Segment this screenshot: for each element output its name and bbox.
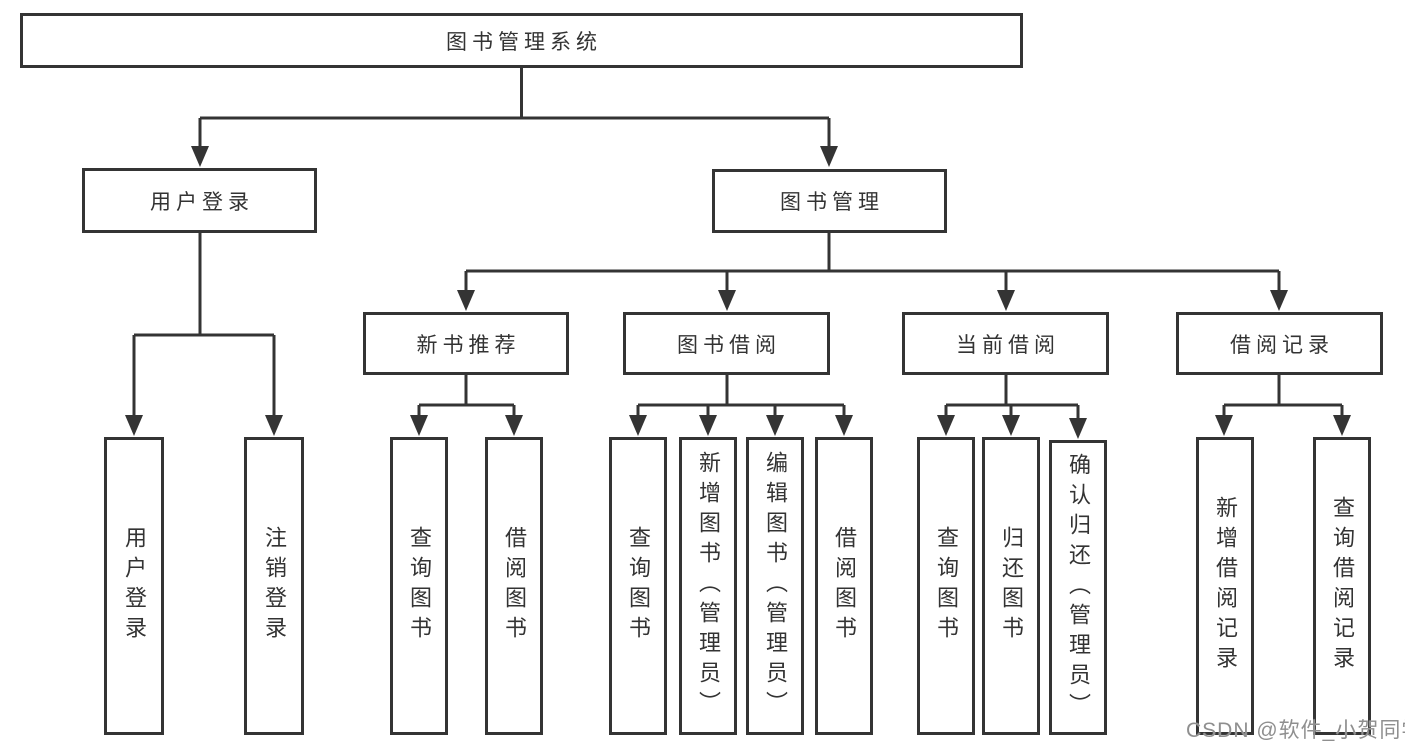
leaf-borrow-books-rec-label: 借阅图书 (502, 526, 527, 646)
leaf-query-books-current-label: 查询图书 (934, 526, 959, 646)
leaf-confirm-return-admin: 确认归还（管理员） (1049, 440, 1107, 735)
connector-borrowing-records-branch (1215, 375, 1351, 436)
connector-user-login-branch (125, 233, 283, 436)
node-book-management-label: 图书管理 (780, 191, 884, 214)
leaf-query-books-borrow-label: 查询图书 (626, 526, 651, 646)
node-new-book-recommendation: 新书推荐 (363, 312, 569, 375)
leaf-query-borrow-record-label: 查询借阅记录 (1330, 496, 1355, 676)
leaf-add-borrow-record: 新增借阅记录 (1196, 437, 1254, 735)
leaf-user-login-label: 用户登录 (122, 526, 147, 646)
node-book-management: 图书管理 (712, 169, 947, 233)
leaf-borrow-books-rec: 借阅图书 (485, 437, 543, 735)
leaf-confirm-return-admin-label: 确认归还（管理员） (1066, 452, 1091, 723)
leaf-query-books-rec: 查询图书 (390, 437, 448, 735)
leaf-edit-book-admin: 编辑图书（管理员） (746, 437, 804, 735)
node-root-label: 图书管理系统 (446, 30, 602, 54)
leaf-query-books-borrow: 查询图书 (609, 437, 667, 735)
leaf-user-login: 用户登录 (104, 437, 164, 735)
leaf-query-borrow-record: 查询借阅记录 (1313, 437, 1371, 735)
node-book-borrowing-label: 图书借阅 (677, 333, 781, 357)
csdn-watermark: CSDN @软件_小贺同学 (1186, 719, 1405, 742)
node-user-login-label: 用户登录 (150, 190, 254, 214)
node-current-borrowing: 当前借阅 (902, 312, 1109, 375)
node-new-book-recommendation-label: 新书推荐 (416, 333, 521, 357)
leaf-query-books-current: 查询图书 (917, 437, 975, 735)
leaf-borrow-books-2: 借阅图书 (815, 437, 873, 735)
node-borrowing-records-label: 借阅记录 (1230, 333, 1334, 357)
connector-new-book-rec-branch (410, 375, 523, 436)
leaf-return-books-label: 归还图书 (999, 526, 1024, 646)
node-root: 图书管理系统 (20, 13, 1023, 68)
leaf-logout-label: 注销登录 (262, 526, 287, 646)
node-current-borrowing-label: 当前借阅 (956, 333, 1060, 357)
node-borrowing-records: 借阅记录 (1176, 312, 1383, 375)
leaf-return-books: 归还图书 (982, 437, 1040, 735)
connector-book-borrowing-branch (629, 375, 853, 436)
leaf-borrow-books-2-label: 借阅图书 (832, 526, 857, 646)
leaf-add-borrow-record-label: 新增借阅记录 (1213, 496, 1238, 676)
connector-book-management-branch (457, 233, 1288, 311)
connector-current-borrowing-branch (937, 375, 1087, 439)
leaf-add-book-admin: 新增图书（管理员） (679, 437, 737, 735)
leaf-add-book-admin-label: 新增图书（管理员） (696, 451, 721, 721)
connector-root-branch (191, 68, 838, 167)
leaf-logout: 注销登录 (244, 437, 304, 735)
leaf-edit-book-admin-label: 编辑图书（管理员） (763, 451, 788, 721)
node-book-borrowing: 图书借阅 (623, 312, 830, 375)
node-user-login: 用户登录 (82, 168, 317, 233)
leaf-query-books-rec-label: 查询图书 (407, 526, 432, 646)
